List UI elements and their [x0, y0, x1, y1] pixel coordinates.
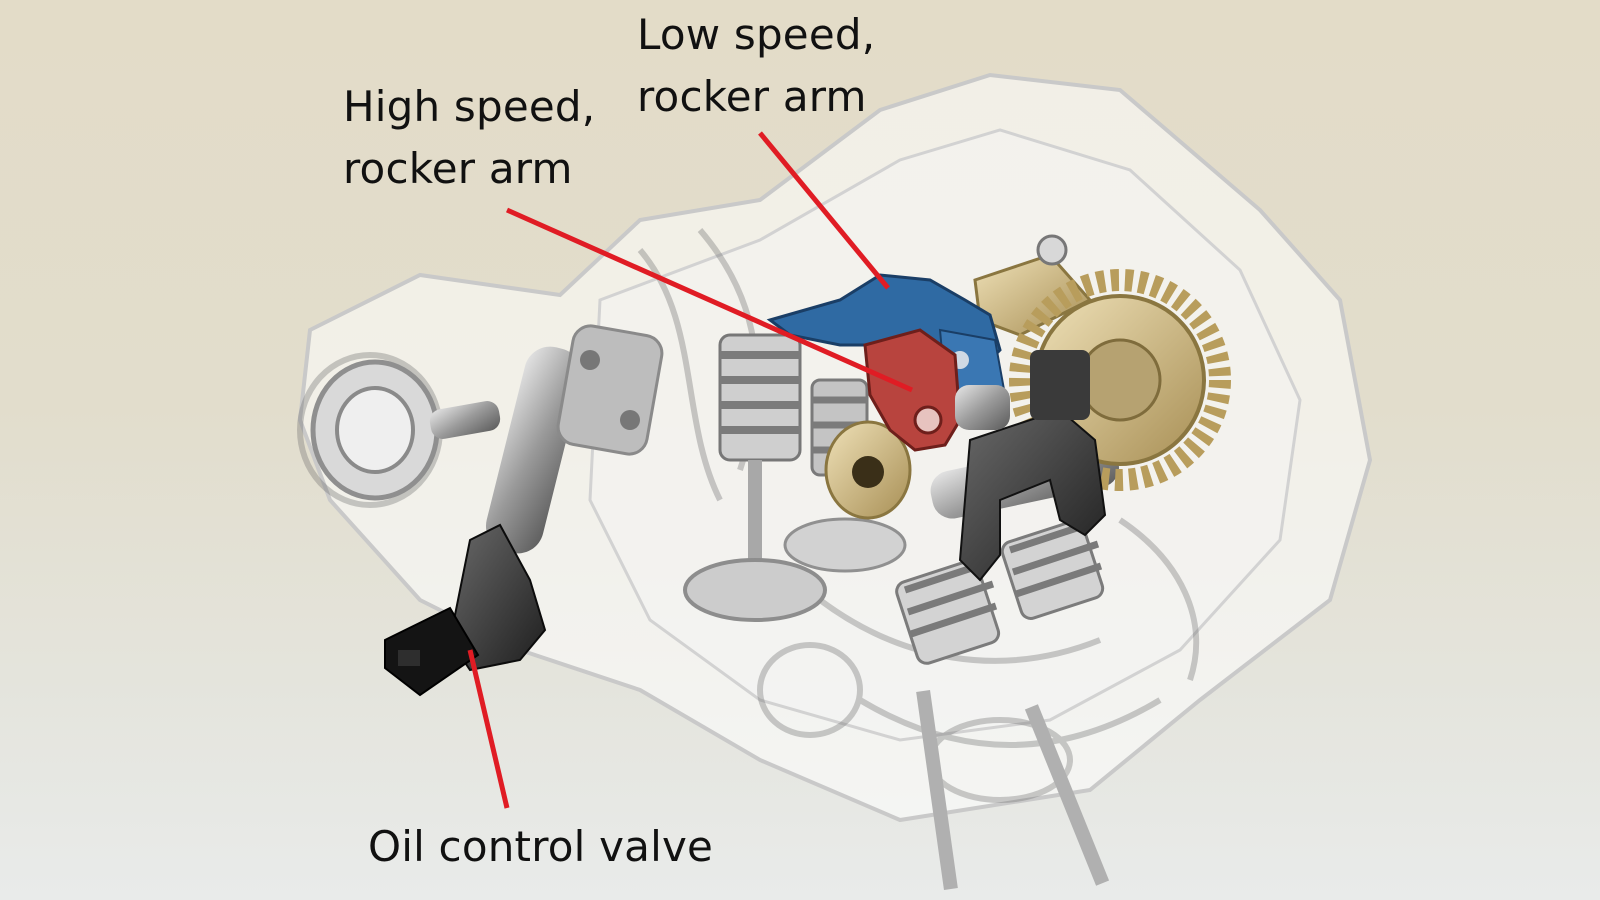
low-speed-rocker-arm-label: Low speed, rocker arm [637, 4, 875, 128]
intake-port [310, 359, 501, 501]
oil-passage-tube [485, 324, 664, 554]
cam-sprocket-gear [1009, 269, 1231, 491]
oil-control-valve-label: Oil control valve [368, 822, 714, 871]
low-speed-label-line1: Low speed, [637, 10, 876, 59]
intake-valve-springs [683, 333, 907, 622]
exhaust-rocker-arm [958, 350, 1107, 582]
leader-line-oil-control-valve [467, 649, 510, 809]
exhaust-valve-springs [895, 518, 1110, 891]
low-speed-label-line2: rocker arm [637, 72, 867, 121]
leader-line-low-speed [758, 131, 890, 290]
oil-control-valve-body [384, 523, 547, 697]
high-speed-rocker-arm [863, 328, 1010, 452]
high-speed-label-line2: rocker arm [343, 144, 573, 193]
high-speed-rocker-arm-label: High speed, rocker arm [343, 76, 595, 200]
leader-line-high-speed [505, 207, 914, 393]
high-speed-label-line1: High speed, [343, 82, 596, 131]
